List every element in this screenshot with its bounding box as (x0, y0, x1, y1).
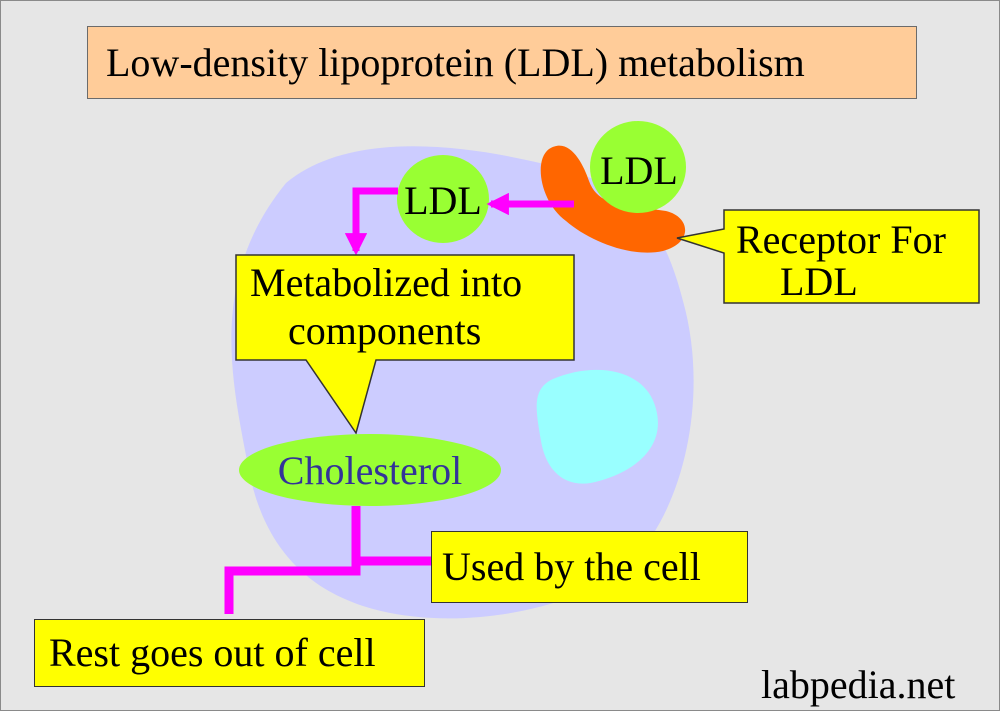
metabolized-label-line-2: components (288, 308, 482, 353)
nucleus (536, 369, 658, 484)
rest-out-label: Rest goes out of cell (49, 630, 376, 676)
metabolized-label: Metabolized into components (250, 259, 522, 355)
page-title: Low-density lipoprotein (LDL) metabolism (106, 39, 805, 85)
ldl-outside-label: LDL (600, 148, 678, 193)
arrow-to-metabolized (344, 187, 398, 256)
receptor-label: Receptor For LDL (736, 219, 946, 303)
ldl-particle-outside (590, 121, 686, 213)
ldl-inside-label: LDL (404, 178, 482, 223)
metabolized-callout (235, 254, 575, 435)
watermark: labpedia.net (761, 662, 956, 707)
receptor-label-line-1: Receptor For (736, 217, 946, 262)
ldl-receptor (540, 145, 686, 253)
split-connector (224, 506, 431, 614)
title-box: Low-density lipoprotein (LDL) metabolism (87, 26, 917, 99)
cholesterol-label: Cholesterol (278, 448, 462, 493)
ldl-particle-inside (397, 155, 489, 243)
receptor-label-line-2: LDL (780, 259, 858, 304)
rest-out-box: Rest goes out of cell (34, 619, 425, 687)
cholesterol-ellipse (239, 434, 501, 506)
metabolized-label-line-1: Metabolized into (250, 260, 523, 305)
used-by-cell-box: Used by the cell (431, 531, 748, 603)
receptor-callout (676, 209, 980, 304)
used-by-cell-label: Used by the cell (442, 544, 701, 590)
